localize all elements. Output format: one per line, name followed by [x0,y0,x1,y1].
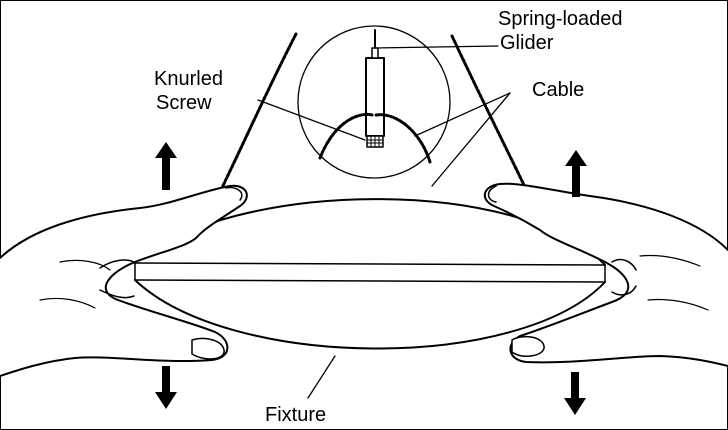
fixture [134,198,606,350]
arrow-down-icon [564,372,586,415]
arrow-up-icon [565,150,587,197]
arrow-up-icon [155,142,177,190]
fixture-label: Fixture [265,404,327,426]
knurled-label: Knurled [154,68,223,90]
leader-lines [257,45,511,399]
screw-label: Screw [156,92,212,114]
glider-label: Glider [500,32,554,54]
cable-label: Cable [532,79,585,101]
arrow-down-icon [155,366,177,409]
left-hand [0,184,248,377]
right-hand [484,182,728,367]
detail-magnifier [297,25,451,179]
spring-loaded-label: Spring-loaded [498,8,623,30]
